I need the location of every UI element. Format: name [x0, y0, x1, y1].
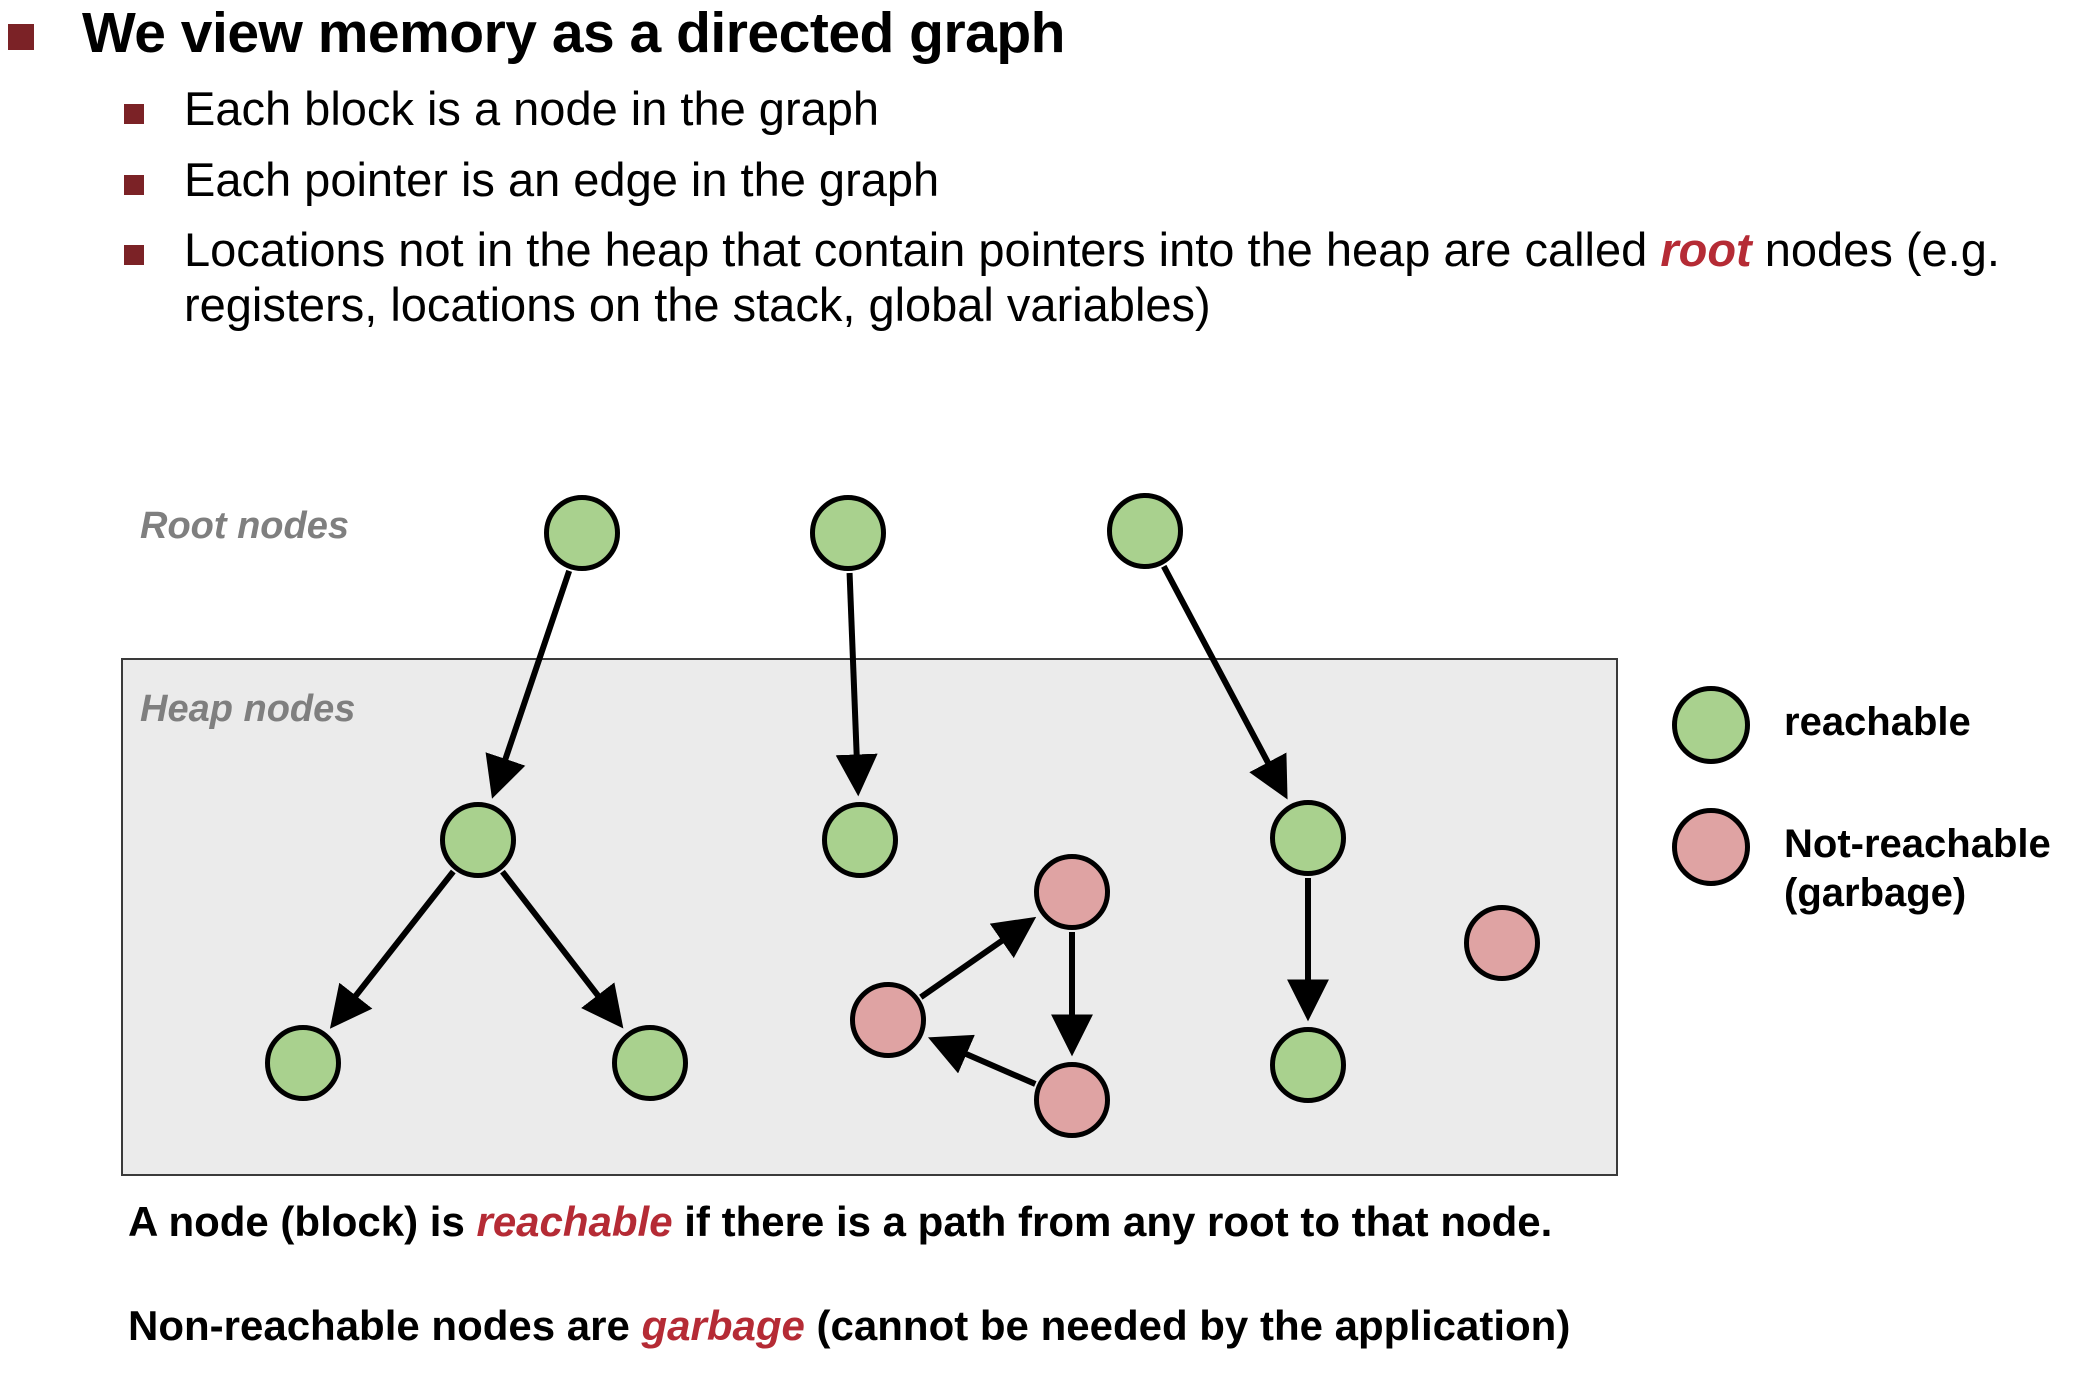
- garbage-node-top: [1034, 854, 1110, 930]
- bullet-item-2-label: Each pointer is an edge in the graph: [184, 152, 940, 206]
- root-emphasis: root: [1660, 223, 1752, 277]
- page-title: We view memory as a directed graph: [82, 1, 1066, 65]
- footer-2-pre: Non-reachable nodes are: [128, 1302, 642, 1349]
- heap-node-e: [1270, 800, 1346, 876]
- bullet-square-icon: [124, 104, 144, 125]
- footer-1-pre: A node (block) is: [128, 1198, 477, 1245]
- graph-edge-h1-to-h2: [329, 869, 456, 1029]
- heap-region-box: [121, 658, 1618, 1176]
- bullet-item-2: Each pointer is an edge in the graph: [0, 153, 2096, 208]
- heap-nodes-label: Heap nodes: [140, 688, 356, 730]
- root-nodes-label: Root nodes: [140, 505, 349, 547]
- graph-edge-r3-to-h5: [1161, 564, 1288, 800]
- bullet-3-post: nodes (e.g. registers, locations on the …: [184, 223, 2000, 331]
- graph-edge-g3-to-g2: [927, 1034, 1037, 1087]
- heap-node-d: [822, 802, 898, 878]
- heap-node-c: [612, 1025, 688, 1101]
- graph-edge-g2-to-g1: [919, 916, 1037, 1000]
- legend-item-garbage: Not-reachable (garbage): [1672, 808, 2092, 918]
- bullet-item-3: Locations not in the heap that contain p…: [0, 223, 2096, 332]
- heap-node-b: [265, 1025, 341, 1101]
- garbage-node-isolated: [1464, 905, 1540, 981]
- garbage-swatch-icon: [1672, 808, 1750, 886]
- slide-text-block: We view memory as a directed graph Each …: [0, 0, 2096, 332]
- garbage-node-left: [850, 982, 926, 1058]
- legend-label-garbage: Not-reachable (garbage): [1784, 822, 2051, 915]
- bullet-item-1-label: Each block is a node in the graph: [184, 82, 880, 136]
- title-bullet-row: We view memory as a directed graph: [0, 0, 2096, 66]
- legend-label-reachable: reachable: [1784, 700, 1971, 744]
- bullet-3-pre: Locations not in the heap that contain p…: [184, 223, 1661, 277]
- heap-node-f: [1270, 1027, 1346, 1103]
- legend: reachable Not-reachable (garbage): [1672, 686, 2092, 962]
- footer-2-post: (cannot be needed by the application): [804, 1302, 1571, 1349]
- footer-sentence-1: A node (block) is reachable if there is …: [128, 1198, 1552, 1246]
- bullet-square-icon: [124, 245, 144, 266]
- legend-item-reachable: reachable: [1672, 686, 2092, 764]
- garbage-emphasis: garbage: [641, 1302, 805, 1349]
- bullet-item-1: Each block is a node in the graph: [0, 82, 2096, 137]
- garbage-node-bottom: [1034, 1062, 1110, 1138]
- graph-edge-h1-to-h3: [500, 869, 624, 1029]
- reachable-emphasis: reachable: [476, 1198, 673, 1245]
- bullet-square-icon: [8, 24, 34, 50]
- root-node-3: [1107, 493, 1183, 569]
- root-node-1: [544, 495, 620, 571]
- root-node-2: [810, 495, 886, 571]
- graph-edge-r2-to-h4: [835, 572, 878, 797]
- footer-sentence-2: Non-reachable nodes are garbage (cannot …: [128, 1302, 1570, 1350]
- bullet-square-icon: [124, 174, 144, 195]
- reachable-swatch-icon: [1672, 686, 1750, 764]
- footer-1-post: if there is a path from any root to that…: [672, 1198, 1553, 1245]
- heap-node-a: [440, 802, 516, 878]
- bullet-item-3-label: Locations not in the heap that contain p…: [184, 223, 2014, 332]
- graph-edge-r1-to-h1: [485, 569, 573, 799]
